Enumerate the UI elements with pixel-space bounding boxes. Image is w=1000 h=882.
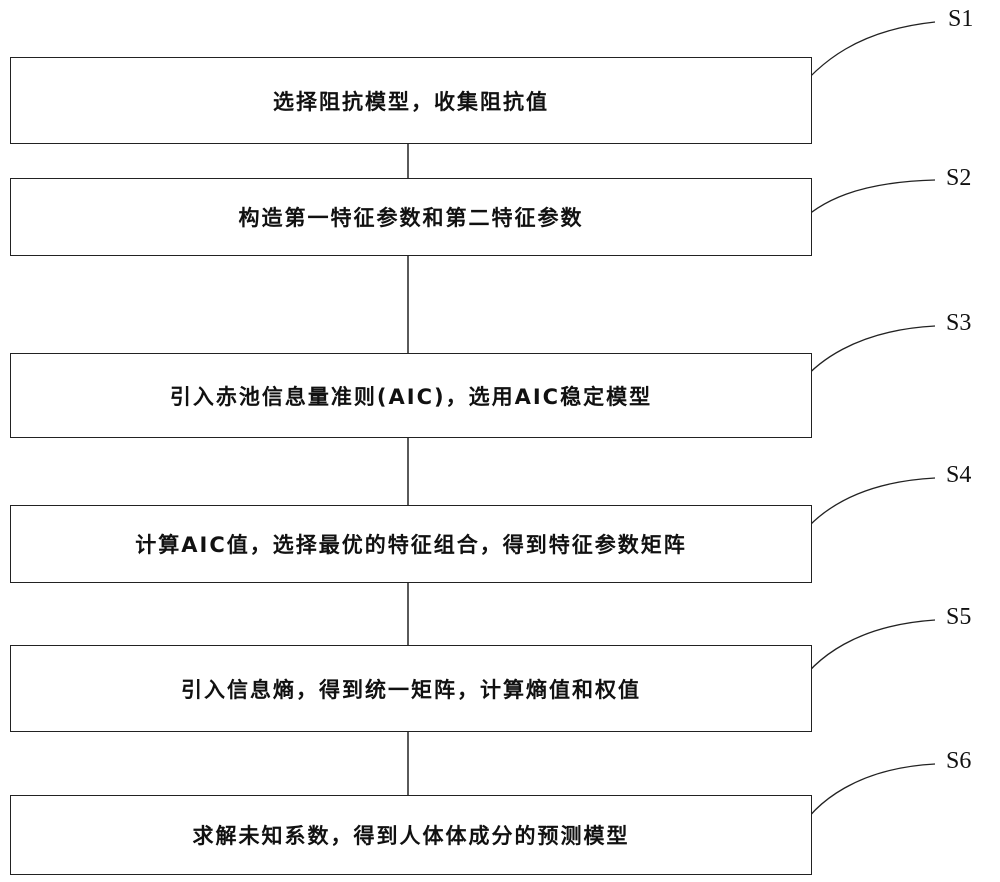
step-label-s3: S3 — [946, 310, 972, 336]
leader-line-s5 — [791, 619, 936, 695]
step-box-s2: 构造第一特征参数和第二特征参数 — [10, 178, 812, 256]
step-label-s5: S5 — [946, 604, 972, 630]
step-text-s3: 引入赤池信息量准则(AIC)，选用AIC稳定模型 — [169, 384, 653, 409]
step-text-s1: 选择阻抗模型，收集阻抗值 — [273, 89, 549, 114]
step-box-s3: 引入赤池信息量准则(AIC)，选用AIC稳定模型 — [10, 353, 812, 438]
step-label-s6: S6 — [946, 748, 972, 774]
step-label-s4: S4 — [946, 462, 972, 488]
step-text-s2: 构造第一特征参数和第二特征参数 — [238, 206, 584, 230]
step-box-s5: 引入信息熵，得到统一矩阵，计算熵值和权值 — [10, 645, 812, 732]
step-text-s6: 求解未知系数，得到人体体成分的预测模型 — [192, 824, 630, 848]
leader-line-s6 — [794, 763, 936, 838]
step-box-s6: 求解未知系数，得到人体体成分的预测模型 — [10, 795, 812, 875]
step-label-s2: S2 — [946, 165, 972, 191]
step-text-s5: 引入信息熵，得到统一矩阵，计算熵值和权值 — [181, 677, 641, 702]
step-text-s4: 计算AIC值，选择最优的特征组合，得到特征参数矩阵 — [135, 533, 687, 557]
step-box-s4: 计算AIC值，选择最优的特征组合，得到特征参数矩阵 — [10, 505, 812, 583]
leader-line-s2 — [794, 179, 936, 228]
step-box-s1: 选择阻抗模型，收集阻抗值 — [10, 57, 812, 144]
step-label-s1: S1 — [948, 6, 974, 32]
